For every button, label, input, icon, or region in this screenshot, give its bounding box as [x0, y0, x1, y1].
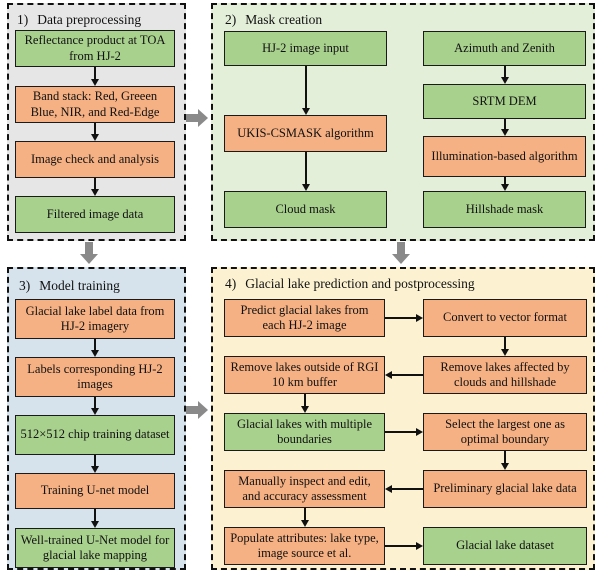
flow-arrow-down-icon — [94, 455, 96, 467]
box-ukis-csmask: UKIS-CSMASK algorithm — [224, 115, 387, 152]
box-filtered-image: Filtered image data — [15, 196, 175, 233]
panel-mask-creation: 2) Mask creation HJ-2 image input UKIS-CS… — [211, 3, 595, 241]
flow-arrow-down-icon — [94, 67, 96, 80]
flow-arrow-down-icon — [504, 119, 506, 130]
flow-arrow-down-icon — [304, 394, 306, 407]
box-convert-vector: Convert to vector format — [423, 299, 587, 337]
box-chip-dataset: 512×512 chip training dataset — [15, 415, 175, 455]
box-multiple-boundaries: Glacial lakes with multiple boundaries — [224, 413, 385, 451]
box-hj2-image-input: HJ-2 image input — [224, 31, 387, 66]
panel-title: 2) Mask creation — [225, 12, 322, 28]
panel-title-text: Mask creation — [245, 12, 323, 27]
box-illumination-algorithm: Illumination-based algorithm — [423, 136, 586, 177]
flow-arrow-right-icon — [385, 431, 417, 433]
panel-prediction-postprocessing: 4) Glacial lake prediction and postproces… — [211, 267, 595, 570]
flow-arrow-left-icon — [391, 488, 423, 490]
panel3-to-panel4-arrow-icon — [186, 401, 208, 419]
panel-number: 3) — [19, 278, 31, 293]
panel1-to-panel2-arrow-icon — [186, 109, 208, 127]
box-preliminary-data: Preliminary glacial lake data — [423, 470, 587, 508]
panel2-to-panel4-arrow-icon — [392, 242, 410, 264]
panel-number: 4) — [225, 276, 237, 291]
panel1-to-panel3-arrow-icon — [80, 242, 98, 264]
flow-arrow-down-icon — [305, 66, 307, 109]
box-band-stack: Band stack: Red, Greeen Blue, NIR, and R… — [15, 86, 175, 123]
box-labels-corresponding: Labels corresponding HJ-2 images — [15, 357, 175, 397]
panel-data-preprocessing: 1) Data preprocessing Reflectance product… — [7, 3, 186, 241]
flow-arrow-down-icon — [94, 509, 96, 522]
box-remove-clouds-hillshade: Remove lakes affected by clouds and hill… — [423, 356, 587, 394]
panel-model-training: 3) Model training Glacial lake label data… — [7, 267, 186, 570]
flow-arrow-down-icon — [504, 337, 506, 350]
flow-arrow-down-icon — [504, 66, 506, 78]
box-manual-inspect: Manually inspect and edit, and accuracy … — [224, 470, 385, 508]
flow-arrow-right-icon — [385, 545, 417, 547]
flow-arrow-down-icon — [94, 397, 96, 409]
box-remove-rgi-buffer: Remove lakes outside of RGI 10 km buffer — [224, 356, 385, 394]
panel-title: 4) Glacial lake prediction and postproces… — [225, 276, 475, 292]
panel-title: 1) Data preprocessing — [17, 12, 141, 28]
flow-arrow-down-icon — [94, 123, 96, 135]
box-predict-lakes: Predict glacial lakes from each HJ-2 ima… — [224, 299, 385, 337]
box-image-check: Image check and analysis — [15, 141, 175, 178]
box-training-unet: Training U-net model — [15, 473, 175, 509]
panel-title-text: Data preprocessing — [37, 12, 142, 27]
box-populate-attributes: Populate attributes: lake type, image so… — [224, 527, 385, 565]
panel-title: 3) Model training — [19, 278, 120, 294]
flow-arrow-down-icon — [504, 451, 506, 464]
box-well-trained-unet: Well-trained U-Net model for glacial lak… — [15, 528, 175, 568]
flow-arrow-right-icon — [385, 317, 417, 319]
box-glacial-lake-dataset: Glacial lake dataset — [423, 527, 587, 565]
flow-arrow-down-icon — [305, 152, 307, 185]
flow-arrow-down-icon — [304, 508, 306, 521]
panel-number: 2) — [225, 12, 237, 27]
panel-title-text: Model training — [39, 278, 120, 293]
flow-arrow-left-icon — [391, 374, 423, 376]
box-srtm-dem: SRTM DEM — [423, 84, 586, 119]
box-select-largest: Select the largest one as optimal bounda… — [423, 413, 587, 451]
box-glacial-lake-labels: Glacial lake label data from HJ-2 imager… — [15, 299, 175, 339]
box-cloud-mask: Cloud mask — [224, 191, 387, 228]
panel-number: 1) — [17, 12, 29, 27]
box-hillshade-mask: Hillshade mask — [423, 191, 586, 228]
flow-arrow-down-icon — [94, 178, 96, 190]
box-azimuth-zenith: Azimuth and Zenith — [423, 31, 586, 66]
flow-arrow-down-icon — [94, 339, 96, 351]
flow-arrow-down-icon — [504, 177, 506, 185]
box-reflectance-toa: Reflectance product at TOA from HJ-2 — [15, 30, 175, 67]
panel-title-text: Glacial lake prediction and postprocessi… — [245, 276, 475, 291]
